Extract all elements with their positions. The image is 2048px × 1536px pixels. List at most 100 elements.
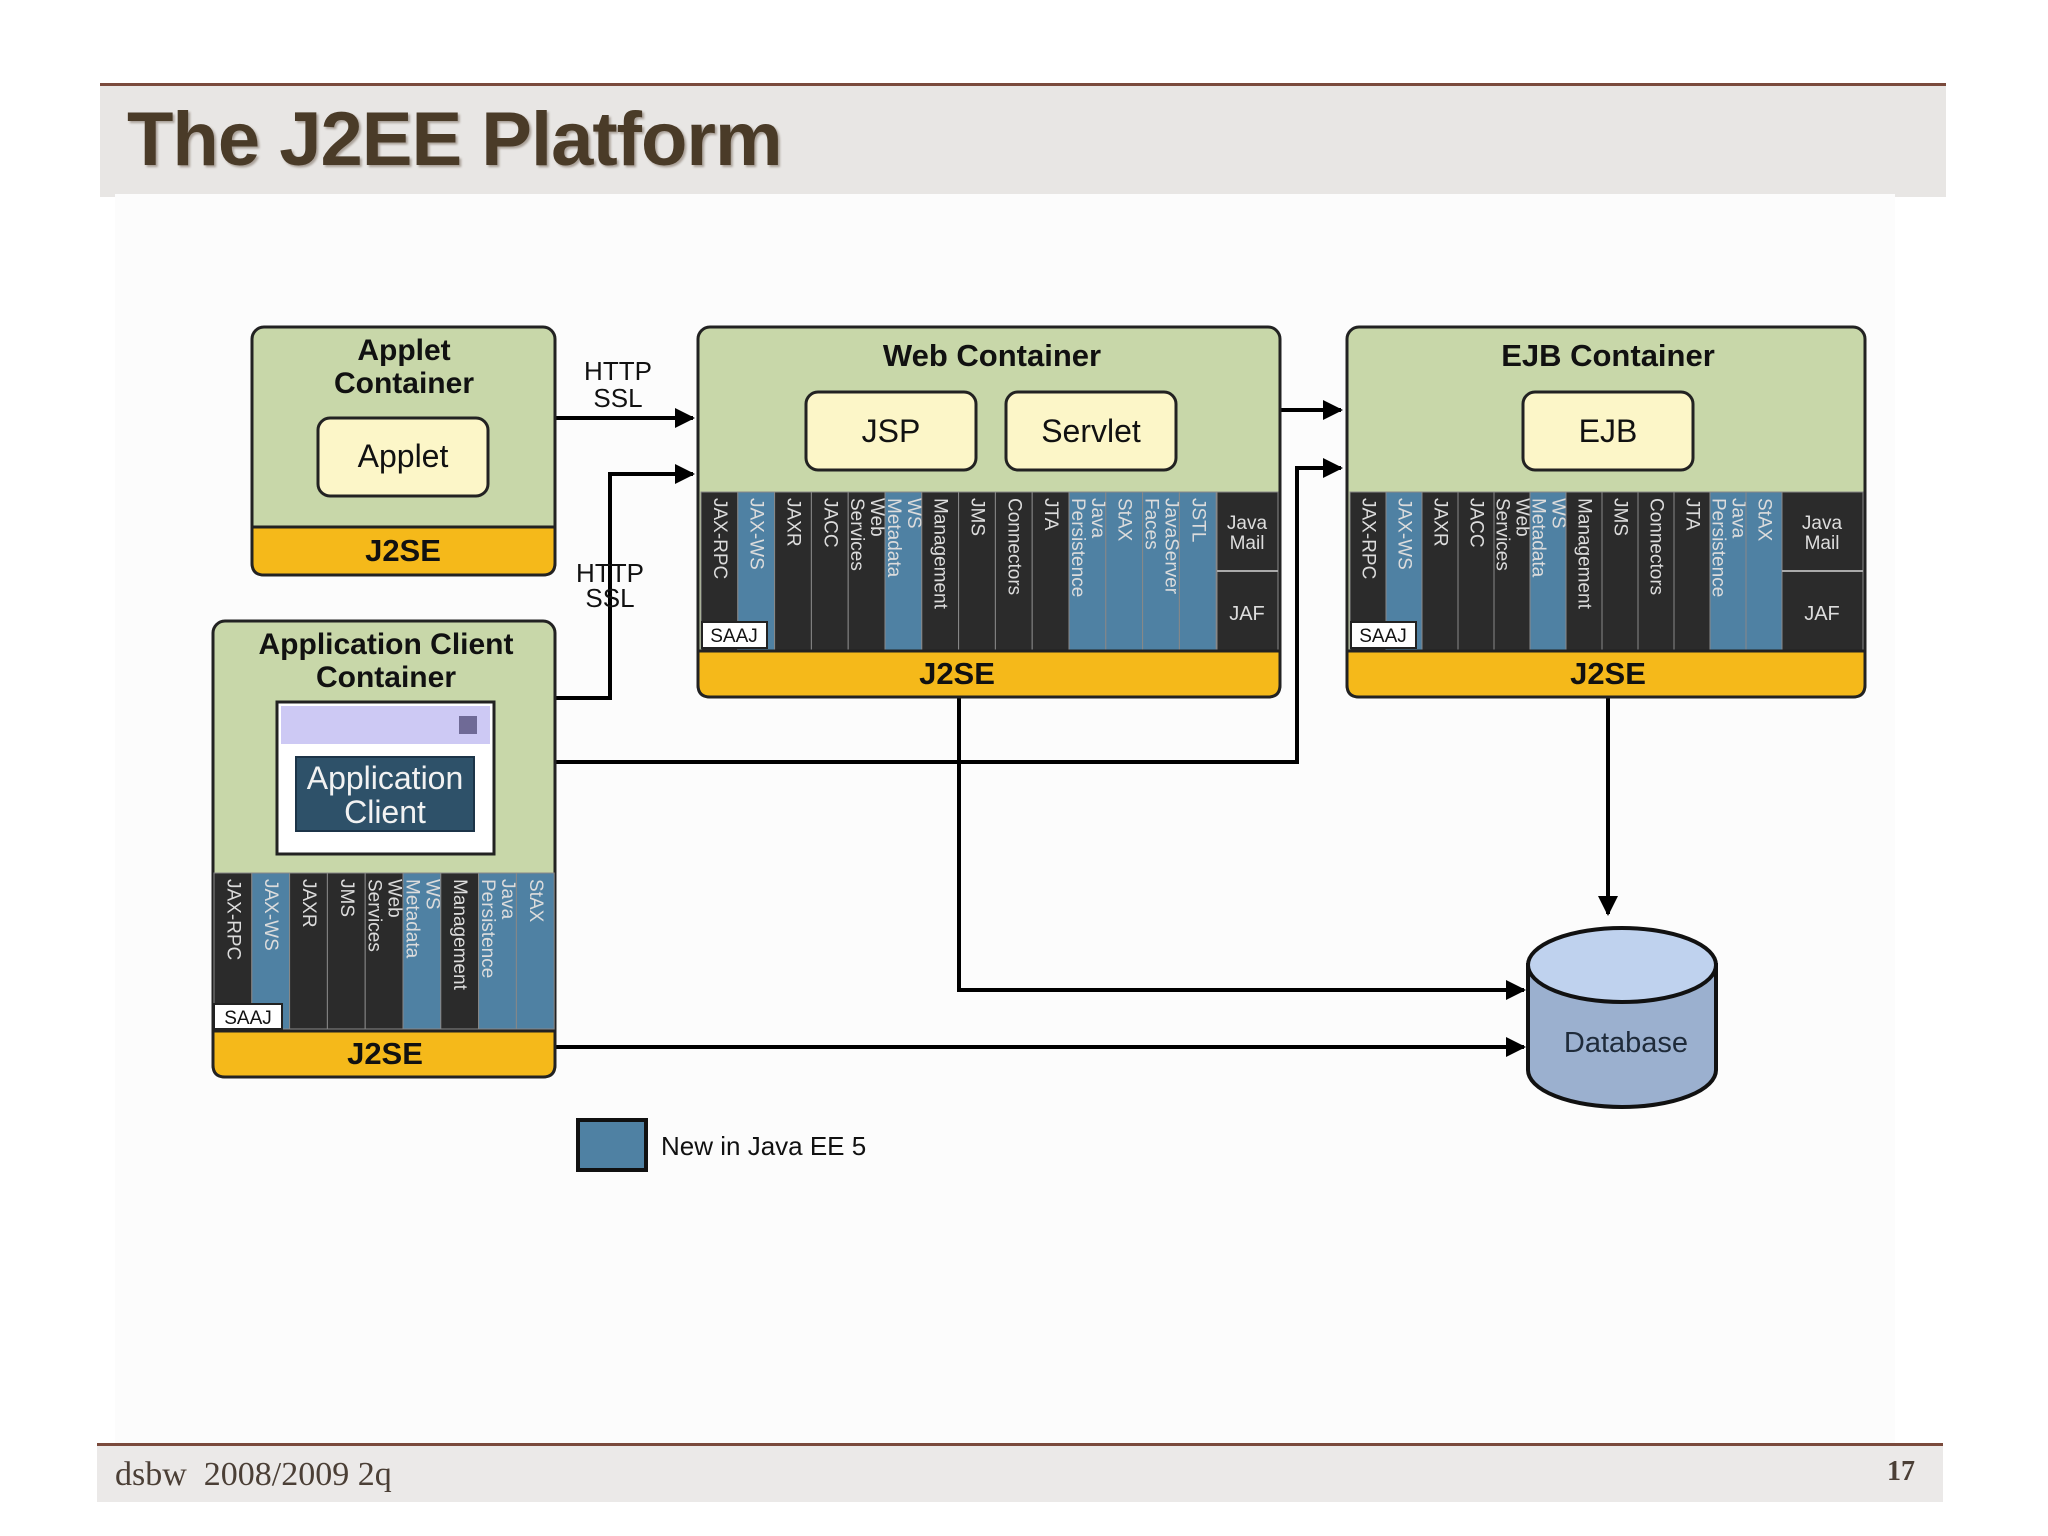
- servlet-label: Servlet: [1041, 413, 1141, 449]
- web-j2se-label: J2SE: [919, 656, 995, 691]
- ejb-api-label: Web: [1512, 498, 1533, 537]
- ejb-jaf: JAF: [1804, 603, 1840, 625]
- footer-band: dsbw 2008/2009 2q 17: [97, 1443, 1943, 1502]
- jsp-component: [804, 390, 978, 472]
- footer-course: dsbw 2008/2009 2q: [115, 1456, 392, 1493]
- web-api-bar: [884, 491, 923, 651]
- web-api-label: Web: [866, 498, 887, 537]
- ejb-api-bar: [1529, 491, 1567, 651]
- app-client-title-2: Container: [316, 661, 456, 694]
- database-cylinder: Database: [1526, 926, 1718, 1109]
- app-client-api-label: Management: [449, 879, 470, 991]
- applet-container-title-1: Applet: [357, 334, 450, 367]
- applet-component-label: Applet: [358, 438, 449, 474]
- window-button-icon: [459, 716, 477, 734]
- app-client-api-label: JAX-RPC: [222, 879, 243, 960]
- web-api-label: Java: [1087, 498, 1108, 539]
- page-number: 17: [1887, 1456, 1915, 1487]
- applet-container-title-2: Container: [334, 367, 474, 400]
- web-api-label: Services: [846, 498, 867, 571]
- app-client-api-bar: [289, 872, 328, 1030]
- ejb-saaj: SAAJ: [1359, 626, 1407, 647]
- web-api-label: Connectors: [1003, 498, 1024, 595]
- ejb-api-bar: [1709, 491, 1747, 651]
- ejb-api-bar: [1457, 491, 1495, 651]
- app-client-container: Application Client Container Application…: [211, 619, 557, 1079]
- web-java-mail-1: Java: [1227, 513, 1268, 534]
- ejb-api-label: Metadata: [1528, 498, 1549, 578]
- appclient-to-ejb-arrow: [556, 458, 1343, 764]
- web-api-bar: [1031, 491, 1070, 651]
- app-client-api-label: Web: [384, 879, 405, 918]
- app-client-api-label: WS: [421, 879, 442, 910]
- app-client-saaj: SAAJ: [224, 1008, 272, 1029]
- legend: New in Java EE 5: [576, 1118, 866, 1172]
- web-api-label: JAX-WS: [746, 498, 767, 570]
- app-client-label-2: Client: [344, 794, 426, 830]
- ejb-api-bar: [1421, 491, 1459, 651]
- appclient-to-web-arrow: [556, 464, 695, 700]
- jsp-label: JSP: [862, 413, 921, 449]
- title-band: The J2EE Platform: [100, 83, 1946, 197]
- web-api-label: JTA: [1040, 498, 1061, 531]
- web-api-bar: [774, 491, 812, 651]
- ejb-j2se-label: J2SE: [1570, 656, 1646, 691]
- ejb-api-label: Java: [1728, 498, 1749, 539]
- database-label: Database: [1564, 1027, 1688, 1059]
- app-client-api-label: Services: [364, 879, 385, 952]
- ejb-api-bar: [1565, 491, 1603, 651]
- app-client-api-bar: [326, 872, 366, 1030]
- web-api-bar: [994, 491, 1033, 651]
- app-client-api-bar: [364, 872, 404, 1030]
- ejb-api-label: JMS: [1610, 498, 1631, 536]
- ejb-container-title: EJB Container: [1501, 338, 1715, 373]
- app-client-api-bar: [478, 872, 517, 1030]
- app-client-title-1: Application Client: [259, 628, 514, 661]
- web-api-bar: [1105, 491, 1144, 651]
- web-api-label: Metadata: [883, 498, 904, 578]
- ejb-api-label: Management: [1574, 498, 1595, 610]
- legend-label: New in Java EE 5: [661, 1131, 866, 1161]
- ejb-java-mail-2: Mail: [1805, 533, 1840, 554]
- web-api-label: Faces: [1141, 498, 1162, 550]
- web-api-label: JACC: [819, 498, 840, 548]
- ejb-api-label: WS: [1548, 498, 1569, 529]
- app-client-api-label: Java: [497, 879, 518, 920]
- ejb-api-label: JAXR: [1430, 498, 1451, 547]
- ejb-api-label: JAX-RPC: [1358, 498, 1379, 579]
- web-to-database-arrow: [957, 698, 1526, 1000]
- web-api-bar: [847, 491, 886, 651]
- ejb-api-label: Persistence: [1708, 498, 1729, 597]
- web-api-label: JMS: [967, 498, 988, 536]
- ejb-label: EJB: [1579, 413, 1638, 449]
- app-client-api-label: JAX-WS: [260, 879, 281, 951]
- web-api-bar: [1142, 491, 1180, 651]
- legend-swatch: [576, 1118, 648, 1172]
- web-saaj: SAAJ: [710, 626, 758, 647]
- web-api-bar: [958, 491, 996, 651]
- web-api-bar: [1178, 491, 1217, 651]
- ejb-api-bar: [1601, 491, 1639, 651]
- web-api-label: StAX: [1114, 498, 1135, 542]
- ejb-api-label: JAX-WS: [1394, 498, 1415, 570]
- app-client-api-label: JMS: [336, 879, 357, 917]
- protocol-bottom-http: HTTP: [576, 558, 644, 588]
- web-api-label: JAXR: [783, 498, 804, 547]
- ejb-api-label: Connectors: [1646, 498, 1667, 595]
- web-jaf: JAF: [1229, 603, 1265, 625]
- servlet-component: [1004, 390, 1178, 472]
- connectors: [555, 400, 1618, 1057]
- ejb-api-label: Services: [1492, 498, 1513, 571]
- ejb-api-bar: [1673, 491, 1711, 651]
- protocol-top-http: HTTP: [584, 356, 652, 386]
- app-client-api-label: Metadata: [401, 879, 422, 959]
- web-api-bar: [810, 491, 849, 651]
- applet-container: Applet Container Applet J2SE: [250, 325, 557, 577]
- app-client-api-label: Persistence: [477, 879, 498, 978]
- ejb-api-label: StAX: [1754, 498, 1775, 542]
- web-api-label: WS: [903, 498, 924, 529]
